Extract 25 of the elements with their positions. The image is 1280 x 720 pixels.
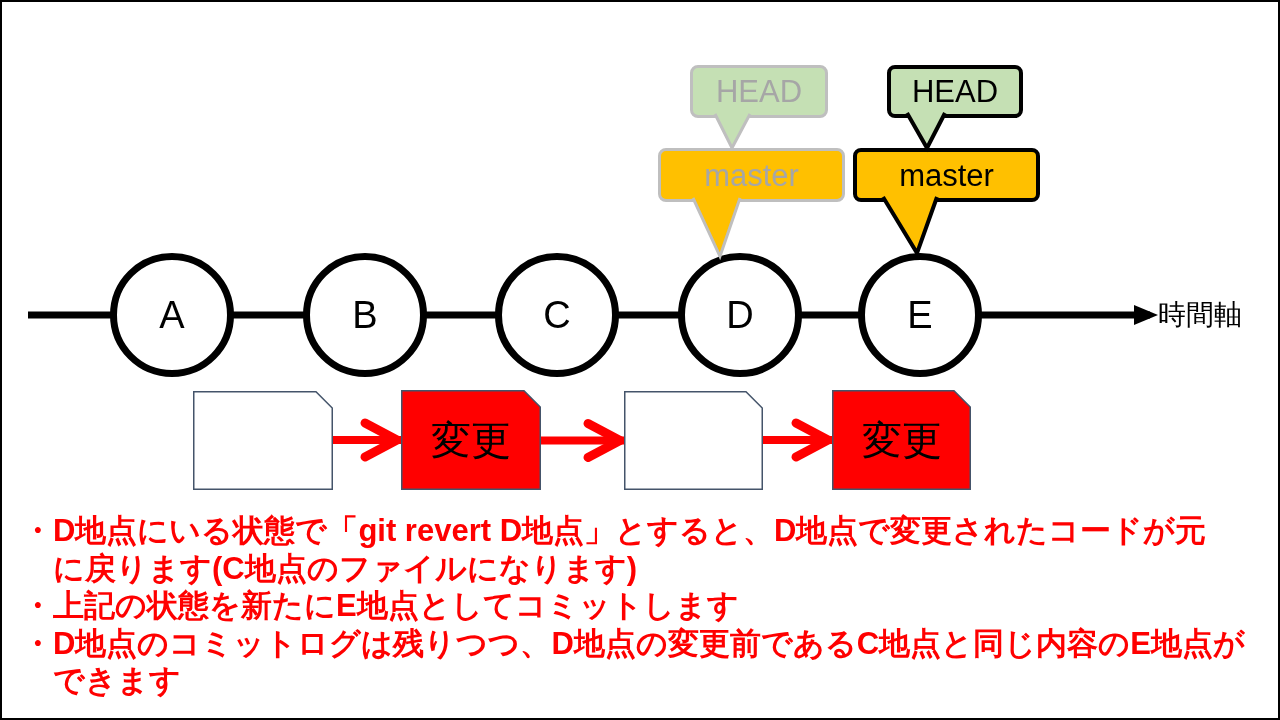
arrow [763, 418, 833, 462]
commit-label: C [543, 296, 571, 334]
branch-label: master [704, 159, 799, 191]
head-label: HEAD [911, 76, 999, 107]
document-shape [401, 390, 541, 490]
bullet-note: ・D地点にいる状態で「git revert D地点」とすると、D地点で変更されたコードが元に戻ります(C地点のファイルになります) [22, 512, 1208, 587]
commit-label: D [726, 296, 754, 334]
bullet-note: ・D地点のコミットログは残りつつ、D地点の変更前であるC地点と同じ内容のE地点ができます [22, 624, 1246, 700]
change-label: 変更 [431, 420, 511, 460]
commit-label: A [159, 296, 185, 334]
document-shape [832, 390, 971, 490]
document-shape [193, 391, 333, 490]
commit-label: B [352, 296, 378, 334]
axis-label: 時間軸 [1158, 296, 1258, 334]
arrow [333, 418, 402, 462]
head-label: HEAD [715, 76, 803, 107]
arrow [541, 419, 625, 462]
bullet-note: ・上記の状態を新たにE地点としてコミットします [22, 587, 740, 625]
commit-label: E [907, 296, 933, 334]
callout-pointer [905, 111, 947, 153]
callout-pointer [691, 196, 742, 261]
change-label: 変更 [861, 420, 942, 460]
branch-label: master [899, 159, 994, 191]
callout-pointer [713, 112, 752, 152]
document-shape [624, 391, 763, 490]
